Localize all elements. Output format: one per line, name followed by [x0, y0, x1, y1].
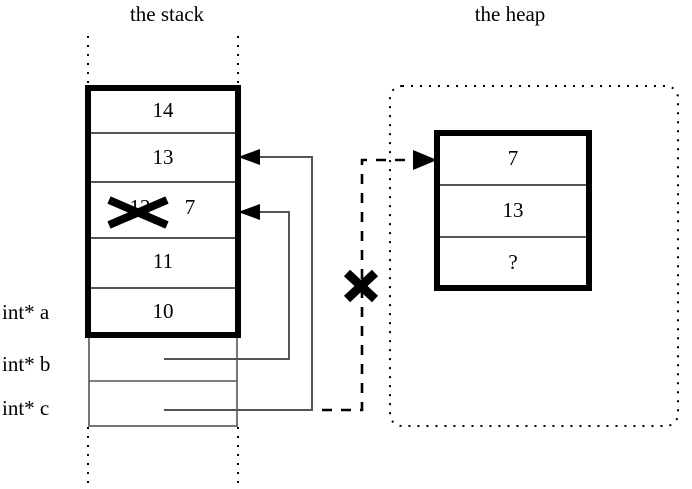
heap-block-box [434, 130, 592, 291]
arrowhead-heap [413, 150, 437, 170]
connector-b-to-stack [164, 211, 290, 360]
pointer-label-a: int* a [2, 300, 50, 324]
stack-title: the stack [129, 2, 205, 26]
heap-title: the heap [474, 2, 546, 26]
stack-cell-13: 13 [152, 145, 174, 169]
stack-cell-14: 14 [152, 98, 174, 122]
heap-cell-unknown: ? [508, 250, 518, 274]
arrowhead-b [238, 204, 260, 220]
stack-cell-10: 10 [152, 299, 174, 323]
heap-cell-7: 7 [507, 146, 519, 170]
crossed-value-strike-2 [107, 196, 169, 229]
invalid-pointer-mark-stroke-2 [343, 269, 379, 303]
heap-cell-13: 13 [502, 198, 524, 222]
pointer-label-b: int* b [2, 352, 51, 376]
arrowhead-c [238, 149, 260, 165]
stack-cell-crossed-new-value: 7 [184, 195, 196, 219]
connector-stale-to-heap [322, 158, 427, 412]
stack-live-box [85, 85, 241, 338]
stack-cell-11: 11 [152, 249, 174, 273]
connector-c-to-stack [164, 156, 313, 411]
pointer-label-c: int* c [2, 396, 50, 420]
